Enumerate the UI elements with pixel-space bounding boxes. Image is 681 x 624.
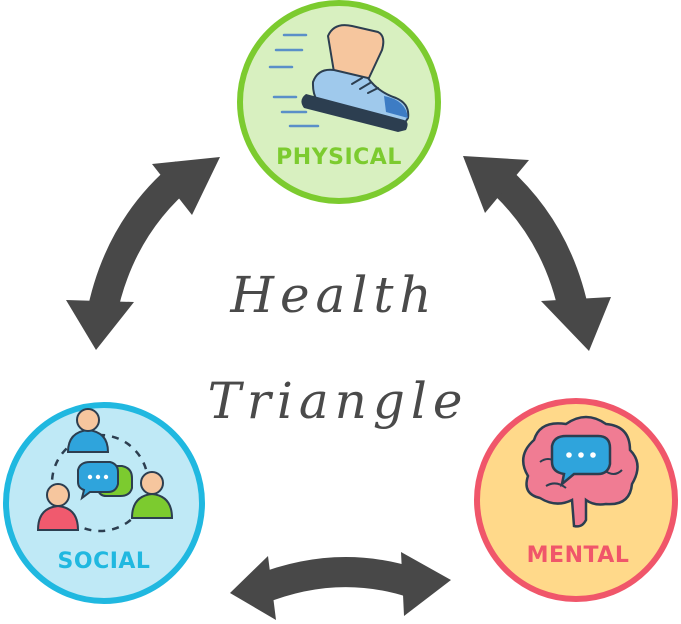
- arrowhead-right-bottom: [541, 297, 611, 351]
- social-circle: [3, 402, 205, 604]
- title-line-1: Health: [229, 266, 437, 324]
- arrow-physical-mental: [481, 160, 590, 320]
- node-mental: MENTAL: [474, 398, 678, 602]
- arrow-heads: [66, 156, 611, 620]
- brain-chat-icon: [521, 415, 639, 528]
- mental-label: MENTAL: [527, 543, 630, 568]
- title-line-2: Triangle: [208, 372, 469, 430]
- arrowhead-left-top: [152, 157, 220, 215]
- arrow-social-mental: [252, 557, 418, 604]
- arrowhead-right-top: [463, 156, 529, 213]
- arrow-physical-social: [86, 161, 195, 321]
- arrowhead-bottom-right: [401, 552, 451, 616]
- people-chat-icon: [36, 408, 174, 533]
- node-physical: PHYSICAL: [237, 0, 441, 204]
- social-label: SOCIAL: [58, 549, 151, 574]
- physical-label: PHYSICAL: [276, 145, 402, 170]
- running-shoe-icon: [268, 24, 410, 132]
- node-social: SOCIAL: [3, 402, 205, 604]
- arrowhead-left-bottom: [66, 300, 134, 350]
- arrowhead-bottom-left: [230, 556, 276, 620]
